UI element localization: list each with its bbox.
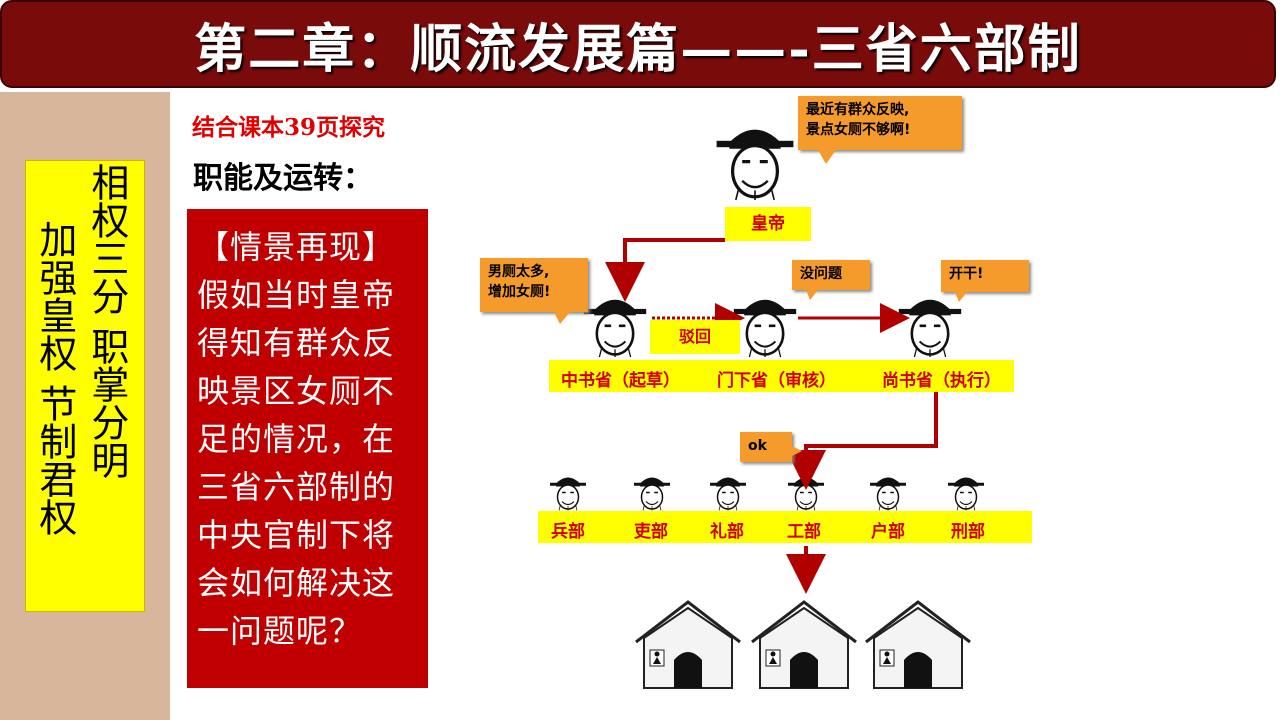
scenario-text: 【情景再现】假如当时皇帝得知有群众反映景区女厕不足的情况，在三省六部制的中央官制… [197, 228, 396, 650]
emperor-speech-line1: 最近有群众反映, [806, 102, 910, 118]
reject-label: 驳回 [650, 320, 740, 354]
zhongshu-speech-bubble: 男厕太多, 增加女厕! [480, 258, 588, 324]
emperor-icon [714, 128, 796, 202]
three-departments-band [549, 360, 1014, 392]
ministry-xing: 刑部 [951, 522, 985, 542]
ministry-gong: 工部 [787, 522, 821, 542]
page-title: 第二章：顺流发展篇——-三省六部制 [194, 18, 1082, 80]
emperor-speech-line2: 景点女厕不够啊! [806, 122, 911, 138]
zhongshu-official-icon [582, 298, 648, 359]
arrow-emperor-to-zhongshu [605, 238, 725, 302]
ministry-official-icon [633, 476, 671, 512]
ok-speech-bubble: ok [740, 432, 802, 462]
menxia-label: 门下省（审核） [717, 371, 836, 391]
ministry-li-rites: 礼部 [710, 522, 744, 542]
toilet-icon [634, 600, 742, 690]
scenario-box: 【情景再现】假如当时皇帝得知有群众反映景区女厕不足的情况，在三省六部制的中央官制… [187, 209, 428, 688]
title-bar: 第二章：顺流发展篇——-三省六部制 [0, 0, 1276, 88]
subtitle: 结合课本39页探究 [192, 114, 386, 141]
ministry-official-icon [869, 476, 907, 512]
ministry-official-icon [549, 476, 587, 512]
shangshu-speech-bubble: 开干! [941, 260, 1029, 302]
emperor-label: 皇帝 [725, 207, 811, 241]
zhongshu-speech-line2: 增加女厕! [488, 284, 551, 300]
ministry-hu: 户部 [871, 522, 905, 542]
six-ministries-band [538, 511, 1032, 543]
toilet-icon [864, 600, 972, 690]
arrow-shangshu-to-ministries [786, 392, 938, 490]
shangshu-label: 尚书省（执行） [882, 371, 1001, 391]
emperor-speech-bubble: 最近有群众反映, 景点女厕不够啊! [798, 96, 962, 164]
ministry-official-icon [787, 476, 825, 512]
section-heading: 职能及运转： [193, 161, 373, 196]
summary-box [25, 160, 145, 612]
menxia-official-icon [732, 298, 798, 359]
toilet-icon [750, 600, 858, 690]
shangshu-official-icon [897, 298, 963, 359]
ministry-li-personnel: 吏部 [634, 522, 668, 542]
menxia-speech-bubble: 没问题 [792, 260, 870, 300]
ministry-official-icon [709, 476, 747, 512]
zhongshu-speech-line1: 男厕太多, [488, 264, 550, 280]
zhongshu-label: 中书省（起草） [561, 371, 680, 391]
summary-column-1: 相权三分 职掌分明 [84, 163, 129, 480]
summary-column-2: 加强皇权 节制君权 [32, 220, 77, 537]
ministry-bing: 兵部 [551, 522, 585, 542]
ministry-official-icon [947, 476, 985, 512]
